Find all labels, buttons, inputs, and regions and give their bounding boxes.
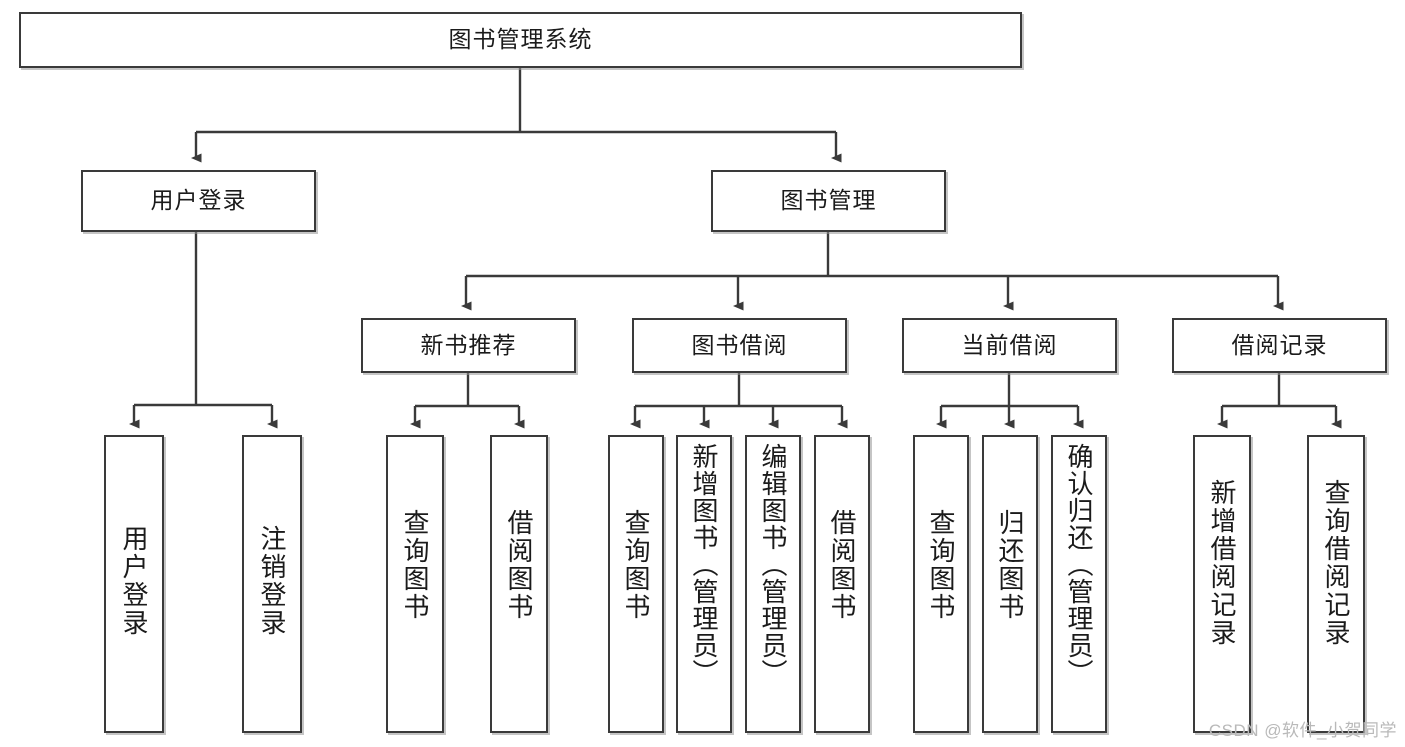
node-label: 用户登录: [119, 525, 149, 637]
node-label: 确认归还（管理员）: [1064, 443, 1094, 686]
leaf-confirm-return-admin[interactable]: 确认归还（管理员）: [1051, 435, 1107, 733]
node-label: 查询图书: [400, 509, 430, 621]
leaf-query-book-recommend[interactable]: 查询图书: [386, 435, 444, 733]
leaf-add-borrow-record[interactable]: 新增借阅记录: [1193, 435, 1251, 733]
node-root-book-management-system[interactable]: 图书管理系统: [19, 12, 1022, 68]
node-label: 编辑图书（管理员）: [758, 443, 788, 686]
node-label: 新增借阅记录: [1207, 479, 1237, 647]
node-user-login[interactable]: 用户登录: [81, 170, 316, 232]
node-label: 图书管理系统: [448, 26, 593, 53]
node-label: 图书借阅: [691, 331, 788, 358]
node-label: 图书管理: [780, 187, 877, 214]
node-label: 查询借阅记录: [1321, 479, 1351, 647]
node-label: 借阅图书: [827, 509, 857, 621]
leaf-query-book-current[interactable]: 查询图书: [913, 435, 969, 733]
leaf-add-book-admin[interactable]: 新增图书（管理员）: [676, 435, 732, 733]
node-current-borrow[interactable]: 当前借阅: [902, 318, 1117, 373]
node-label: 注销登录: [257, 525, 287, 637]
node-label: 新书推荐: [420, 331, 517, 358]
node-borrow-record[interactable]: 借阅记录: [1172, 318, 1387, 373]
node-label: 借阅图书: [504, 509, 534, 621]
leaf-query-borrow-record[interactable]: 查询借阅记录: [1307, 435, 1365, 733]
node-book-management[interactable]: 图书管理: [711, 170, 946, 232]
node-label: 借阅记录: [1231, 331, 1328, 358]
leaf-borrow-book-recommend[interactable]: 借阅图书: [490, 435, 548, 733]
node-label: 新增图书（管理员）: [689, 443, 719, 686]
leaf-edit-book-admin[interactable]: 编辑图书（管理员）: [745, 435, 801, 733]
node-label: 用户登录: [150, 187, 247, 214]
node-label: 查询图书: [926, 509, 956, 621]
watermark-csdn: CSDN @软件_小贺同学: [1208, 721, 1397, 740]
leaf-query-book-borrow[interactable]: 查询图书: [608, 435, 664, 733]
node-label: 归还图书: [995, 509, 1025, 621]
node-label: 查询图书: [621, 509, 651, 621]
node-book-borrow[interactable]: 图书借阅: [632, 318, 847, 373]
leaf-logout-login[interactable]: 注销登录: [242, 435, 302, 733]
node-label: 当前借阅: [961, 331, 1058, 358]
node-new-book-recommend[interactable]: 新书推荐: [361, 318, 576, 373]
leaf-borrow-book[interactable]: 借阅图书: [814, 435, 870, 733]
leaf-return-book[interactable]: 归还图书: [982, 435, 1038, 733]
leaf-user-login[interactable]: 用户登录: [104, 435, 164, 733]
